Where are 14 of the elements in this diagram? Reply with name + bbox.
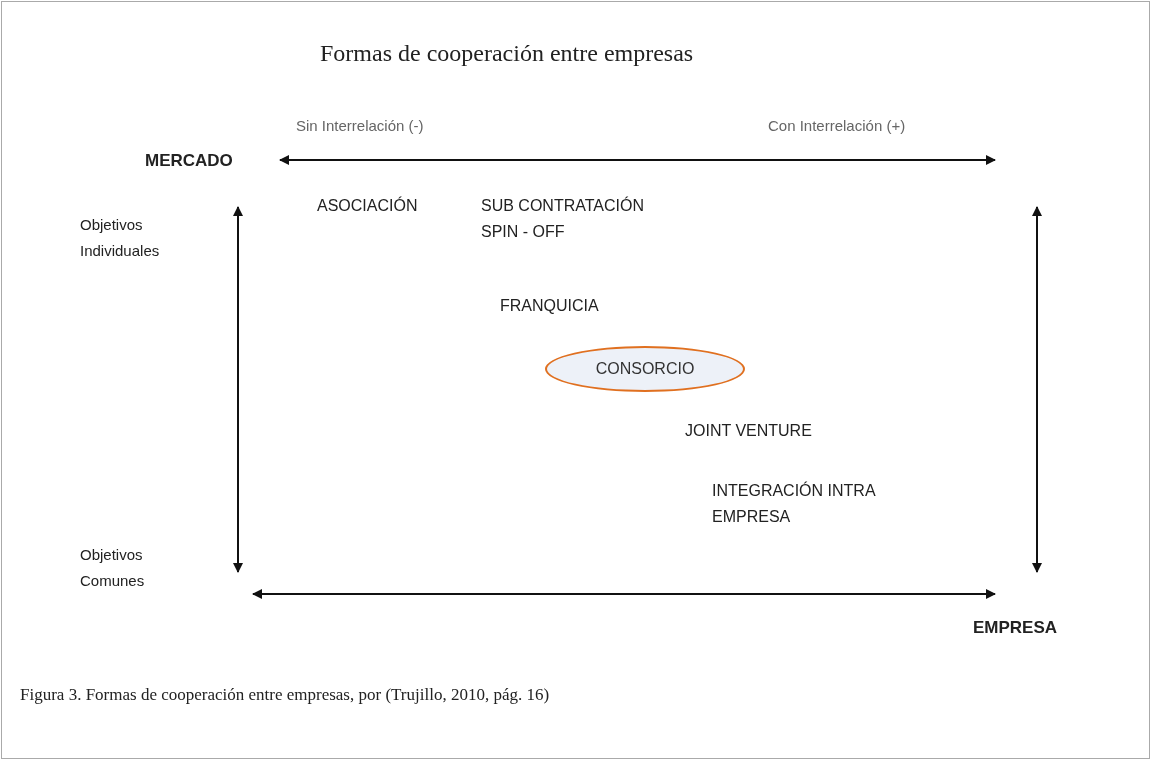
category-label: FRANQUICIA bbox=[500, 296, 599, 316]
axis-label: MERCADO bbox=[145, 150, 233, 172]
axis-label: Sin Interrelación (-) bbox=[296, 116, 424, 136]
category-label: CONSORCIO bbox=[595, 359, 695, 379]
category-label: SUB CONTRATACIÓN SPIN - OFF bbox=[481, 195, 645, 242]
figure-caption: Figura 3. Formas de cooperación entre empresas, por (Trujillo, 2010, pág. 16) bbox=[20, 684, 550, 706]
axis-label: EMPRESA bbox=[973, 617, 1058, 639]
diagram-title: Formas de cooperación entre empresas bbox=[320, 39, 694, 68]
axis-label: Objetivos Comunes bbox=[80, 545, 146, 591]
axis-label: Con Interrelación (+) bbox=[768, 116, 906, 136]
category-label: ASOCIACIÓN bbox=[317, 195, 418, 216]
category-label: JOINT VENTURE bbox=[685, 421, 812, 441]
category-label: INTEGRACIÓN INTRA EMPRESA bbox=[712, 480, 877, 527]
axis-label: Objetivos Individuales bbox=[80, 215, 161, 261]
